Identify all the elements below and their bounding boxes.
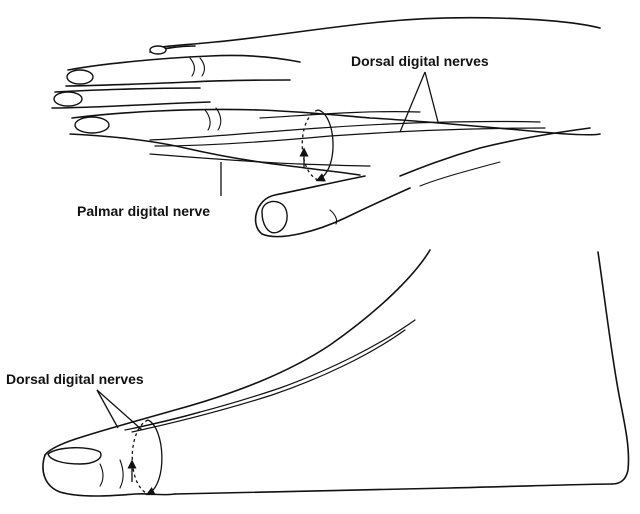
foot-dorsal-leader-1 <box>97 390 118 428</box>
hand-dorsal-nerves-label: Dorsal digital nerves <box>351 53 489 69</box>
hand-palmar-nerve-label: Palmar digital nerve <box>77 203 210 219</box>
foot-dorsal-leader-2 <box>97 390 142 430</box>
foot-dorsal-nerves-label: Dorsal digital nerves <box>6 371 144 387</box>
hand-dorsal-leader-2 <box>425 72 438 122</box>
